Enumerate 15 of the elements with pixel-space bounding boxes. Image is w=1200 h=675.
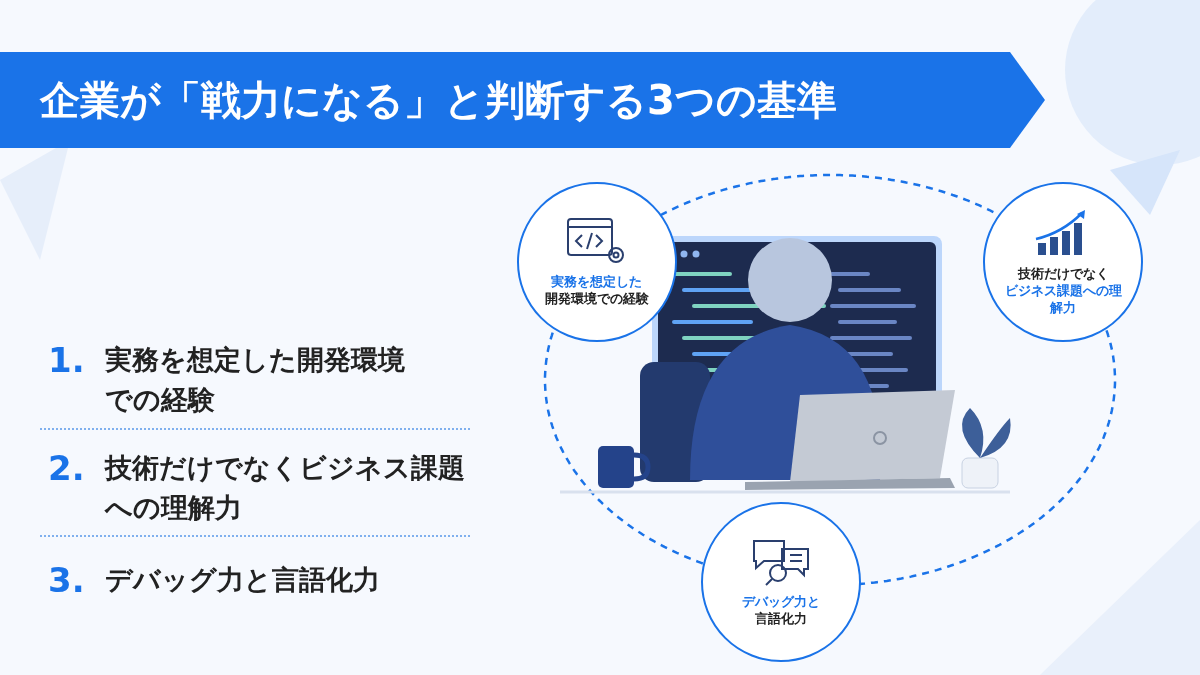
list-number: 3. [48,560,85,600]
circle-text: 開発環境での経験 [544,290,649,308]
circle-text: 言語化力 [754,609,807,627]
title-banner: 企業が「戦力になる」と判断する3つの基準 [0,52,1045,148]
circle-text: ビジネス課題への理解力 [1003,281,1123,316]
circle-text: 技術だけでなく [1017,264,1109,282]
list-item-text: 実務を想定した開発環境での経験 [105,343,405,417]
list-number: 1. [48,340,85,380]
circle-text: デバッグ力と [741,592,820,610]
list-item-text: 技術だけでなくビジネス課題への理解力 [105,451,466,525]
dashed-connector [543,330,704,565]
list-item-text: デバッグ力と言語化力 [105,563,381,597]
list-number: 2. [48,448,85,488]
dashed-connector [859,330,1117,586]
circle-text: 実務を想定した [551,273,643,291]
